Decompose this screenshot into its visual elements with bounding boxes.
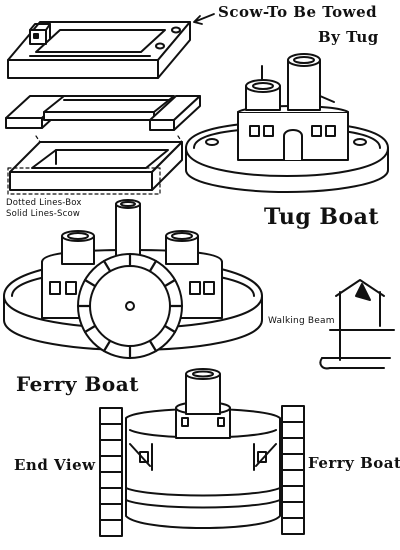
scow-side-pieces [6,96,200,130]
walking-beam-label: Walking Beam [268,316,335,326]
ferry-boat-drawing [4,200,262,358]
solid-lines-label: Solid Lines-Scow [6,209,80,219]
scow-label-line1: Scow-To Be Towed [218,3,377,21]
box-scow-drawing [8,136,182,194]
ferry-boat-label: Ferry Boat [16,372,139,396]
paddle-box-left [100,408,122,536]
tug-boat-drawing [186,54,388,192]
paddle-wheel [78,254,182,358]
dotted-lines-label: Dotted Lines-Box [6,198,82,208]
scow-drawing [8,22,190,78]
paddle-box-right [282,406,304,534]
tug-boat-label: Tug Boat [264,204,379,230]
ferry-boat-end-label: Ferry Boat [308,454,400,472]
scow-label-line2: By Tug [318,28,379,46]
scow-pointer-arrow [194,14,214,24]
end-view-label: End View [14,456,96,474]
